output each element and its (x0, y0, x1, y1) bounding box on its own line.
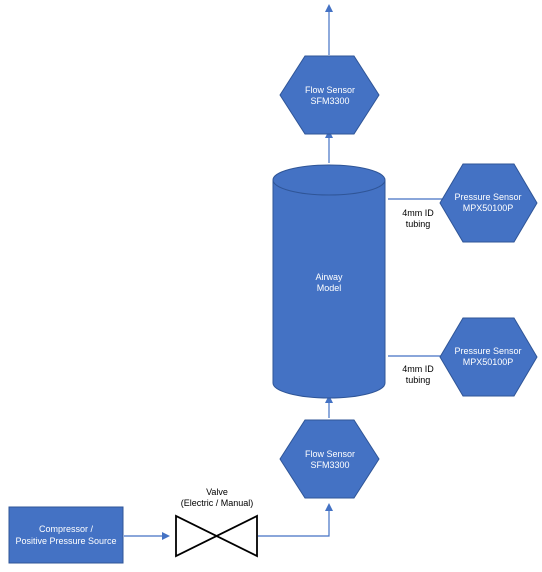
airway-model: Airway Model (272, 164, 386, 399)
tubing-label-top: 4mm ID tubing (402, 208, 434, 229)
pressure-sensor-top-shape (439, 163, 538, 243)
compressor: Compressor / Positive Pressure Source (8, 506, 124, 564)
flow-sensor-top-label: Flow Sensor (305, 85, 355, 95)
tubing-label-bottom-line1: 4mm ID (402, 364, 434, 374)
valve-type-label: (Electric / Manual) (181, 498, 254, 508)
pressure-sensor-bottom-shape (439, 317, 538, 397)
valve-to-flow-sensor-arrow (258, 503, 333, 537)
compressor-box (8, 506, 124, 564)
flow-sensor-top: Flow Sensor SFM3300 (279, 55, 380, 135)
airway-model-label: Airway (315, 272, 343, 282)
pressure-sensor-top-model: MPX50100P (463, 203, 514, 213)
valve-label: Valve (206, 487, 228, 497)
compressor-type-label: Positive Pressure Source (15, 536, 116, 546)
pressure-sensor-bottom-label: Pressure Sensor (454, 346, 521, 356)
airway-model-body (272, 180, 386, 399)
flow-sensor-top-model: SFM3300 (310, 96, 349, 106)
airway-model-top (272, 164, 386, 196)
tubing-label-bottom: 4mm ID tubing (402, 364, 434, 385)
pressure-sensor-bottom: Pressure Sensor MPX50100P (439, 317, 538, 397)
valve: Valve (Electric / Manual) (175, 487, 258, 558)
tubing-label-top-line1: 4mm ID (402, 208, 434, 218)
flow-sensor-top-shape (279, 55, 380, 135)
compressor-label: Compressor / (39, 524, 94, 534)
flow-sensor-bottom-label: Flow Sensor (305, 449, 355, 459)
tubing-label-top-line2: tubing (406, 219, 431, 229)
pressure-sensor-top-label: Pressure Sensor (454, 192, 521, 202)
connectors (124, 4, 442, 540)
flow-sensor-bottom: Flow Sensor SFM3300 (279, 419, 380, 499)
tubing-label-bottom-line2: tubing (406, 375, 431, 385)
pressure-sensor-bottom-model: MPX50100P (463, 357, 514, 367)
valve-symbol (175, 514, 258, 558)
flow-sensor-bottom-shape (279, 419, 380, 499)
pressure-sensor-top: Pressure Sensor MPX50100P (439, 163, 538, 243)
airway-model-label-2: Model (317, 283, 342, 293)
flow-sensor-bottom-model: SFM3300 (310, 460, 349, 470)
